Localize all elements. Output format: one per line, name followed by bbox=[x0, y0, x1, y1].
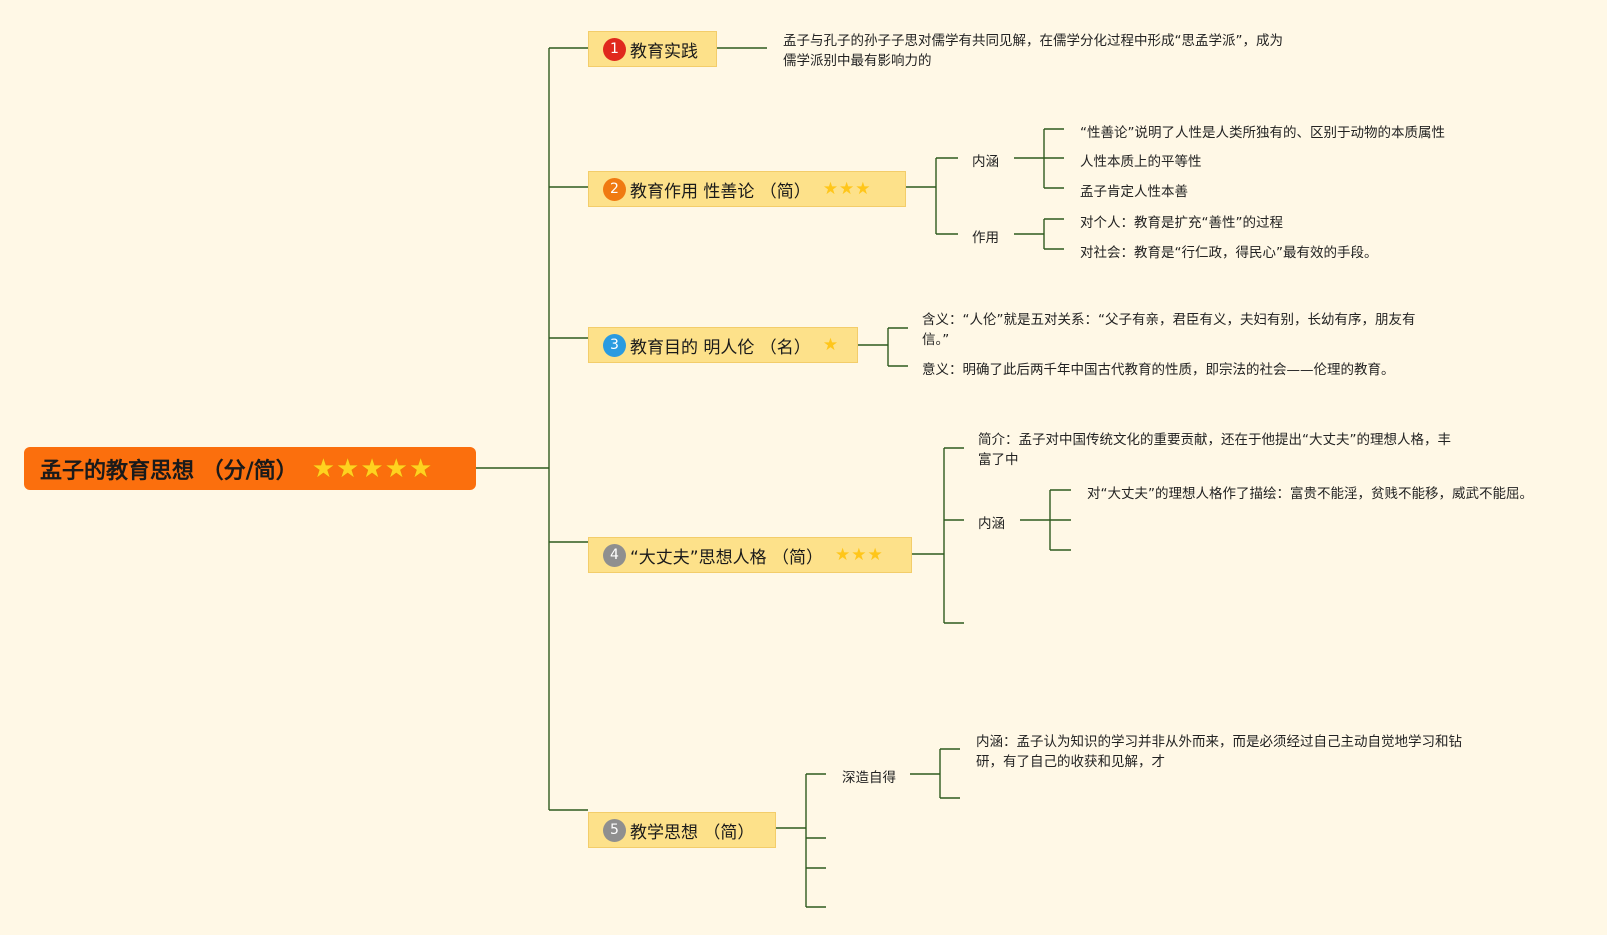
topic-title: 教育作用 性善论 （简） bbox=[630, 181, 811, 202]
t3-hanyi[interactable]: 含义：“人伦”就是五对关系：“父子有亲，君臣有义，夫妇有别，长幼有序，朋友有信。… bbox=[922, 312, 1416, 348]
topic-title: 教育实践 bbox=[630, 41, 698, 62]
star-icons: ★★★ bbox=[822, 179, 872, 199]
t5-shenzao-label[interactable]: 深造自得 bbox=[842, 770, 896, 786]
t5-shenzao-note[interactable]: 内涵：孟子认为知识的学习并非从外而来，而是必须经过自己主动自觉地学习和钻研，有了… bbox=[976, 734, 1462, 770]
topic-education-practice[interactable]: 1 教育实践 bbox=[588, 31, 717, 67]
topic-education-goal[interactable]: 3 教育目的 明人伦 （名） ★ bbox=[588, 327, 858, 363]
t2-neihan-item[interactable]: 孟子肯定人性本善 bbox=[1080, 184, 1188, 200]
t2-neihan-item[interactable]: “性善论”说明了人性是人类所独有的、区别于动物的本质属性 bbox=[1080, 125, 1445, 141]
root-star-icons: ★★★★★ bbox=[311, 453, 434, 484]
t3-yiyi[interactable]: 意义：明确了此后两千年中国古代教育的性质，即宗法的社会——伦理的教育。 bbox=[922, 362, 1395, 378]
topic-teaching-thought[interactable]: 5 教学思想 （简） bbox=[588, 812, 776, 848]
number-badge-icon: 4 bbox=[603, 543, 626, 567]
number-badge-icon: 3 bbox=[603, 333, 626, 357]
t2-zuoyong-item[interactable]: 对个人：教育是扩充“善性”的过程 bbox=[1080, 215, 1283, 231]
t4-neihan-label[interactable]: 内涵 bbox=[978, 516, 1005, 532]
t4-jianjie[interactable]: 简介：孟子对中国传统文化的重要贡献，还在于他提出“大丈夫”的理想人格，丰富了中 bbox=[978, 432, 1451, 468]
topic-education-function[interactable]: 2 教育作用 性善论 （简） ★★★ bbox=[588, 171, 906, 207]
t1-note[interactable]: 孟子与孔子的孙子子思对儒学有共同见解，在儒学分化过程中形成“思孟学派”，成为儒学… bbox=[783, 33, 1283, 69]
topic-title: 教育目的 明人伦 （名） bbox=[630, 337, 811, 358]
root-topic[interactable]: 孟子的教育思想 （分/简） ★★★★★ bbox=[24, 447, 476, 490]
t2-zuoyong-label[interactable]: 作用 bbox=[972, 230, 999, 246]
number-badge-icon: 5 bbox=[603, 818, 626, 842]
star-icons: ★★★ bbox=[835, 545, 884, 565]
star-icons: ★ bbox=[822, 335, 840, 355]
topic-title: “大丈夫”思想人格 （简） bbox=[630, 547, 824, 568]
number-badge-icon: 1 bbox=[603, 37, 626, 61]
t2-neihan-label[interactable]: 内涵 bbox=[972, 154, 999, 170]
topic-title: 教学思想 （简） bbox=[630, 822, 755, 843]
t2-neihan-item[interactable]: 人性本质上的平等性 bbox=[1080, 154, 1202, 170]
topic-dazhangfu-personality[interactable]: 4 “大丈夫”思想人格 （简） ★★★ bbox=[588, 537, 912, 573]
number-badge-icon: 2 bbox=[603, 177, 626, 201]
t2-zuoyong-item[interactable]: 对社会：教育是“行仁政，得民心”最有效的手段。 bbox=[1080, 245, 1378, 261]
root-title: 孟子的教育思想 （分/简） bbox=[40, 458, 298, 484]
t4-neihan-item[interactable]: 对“大丈夫”的理想人格作了描绘：富贵不能淫，贫贱不能移，威武不能屈。 bbox=[1087, 486, 1533, 502]
